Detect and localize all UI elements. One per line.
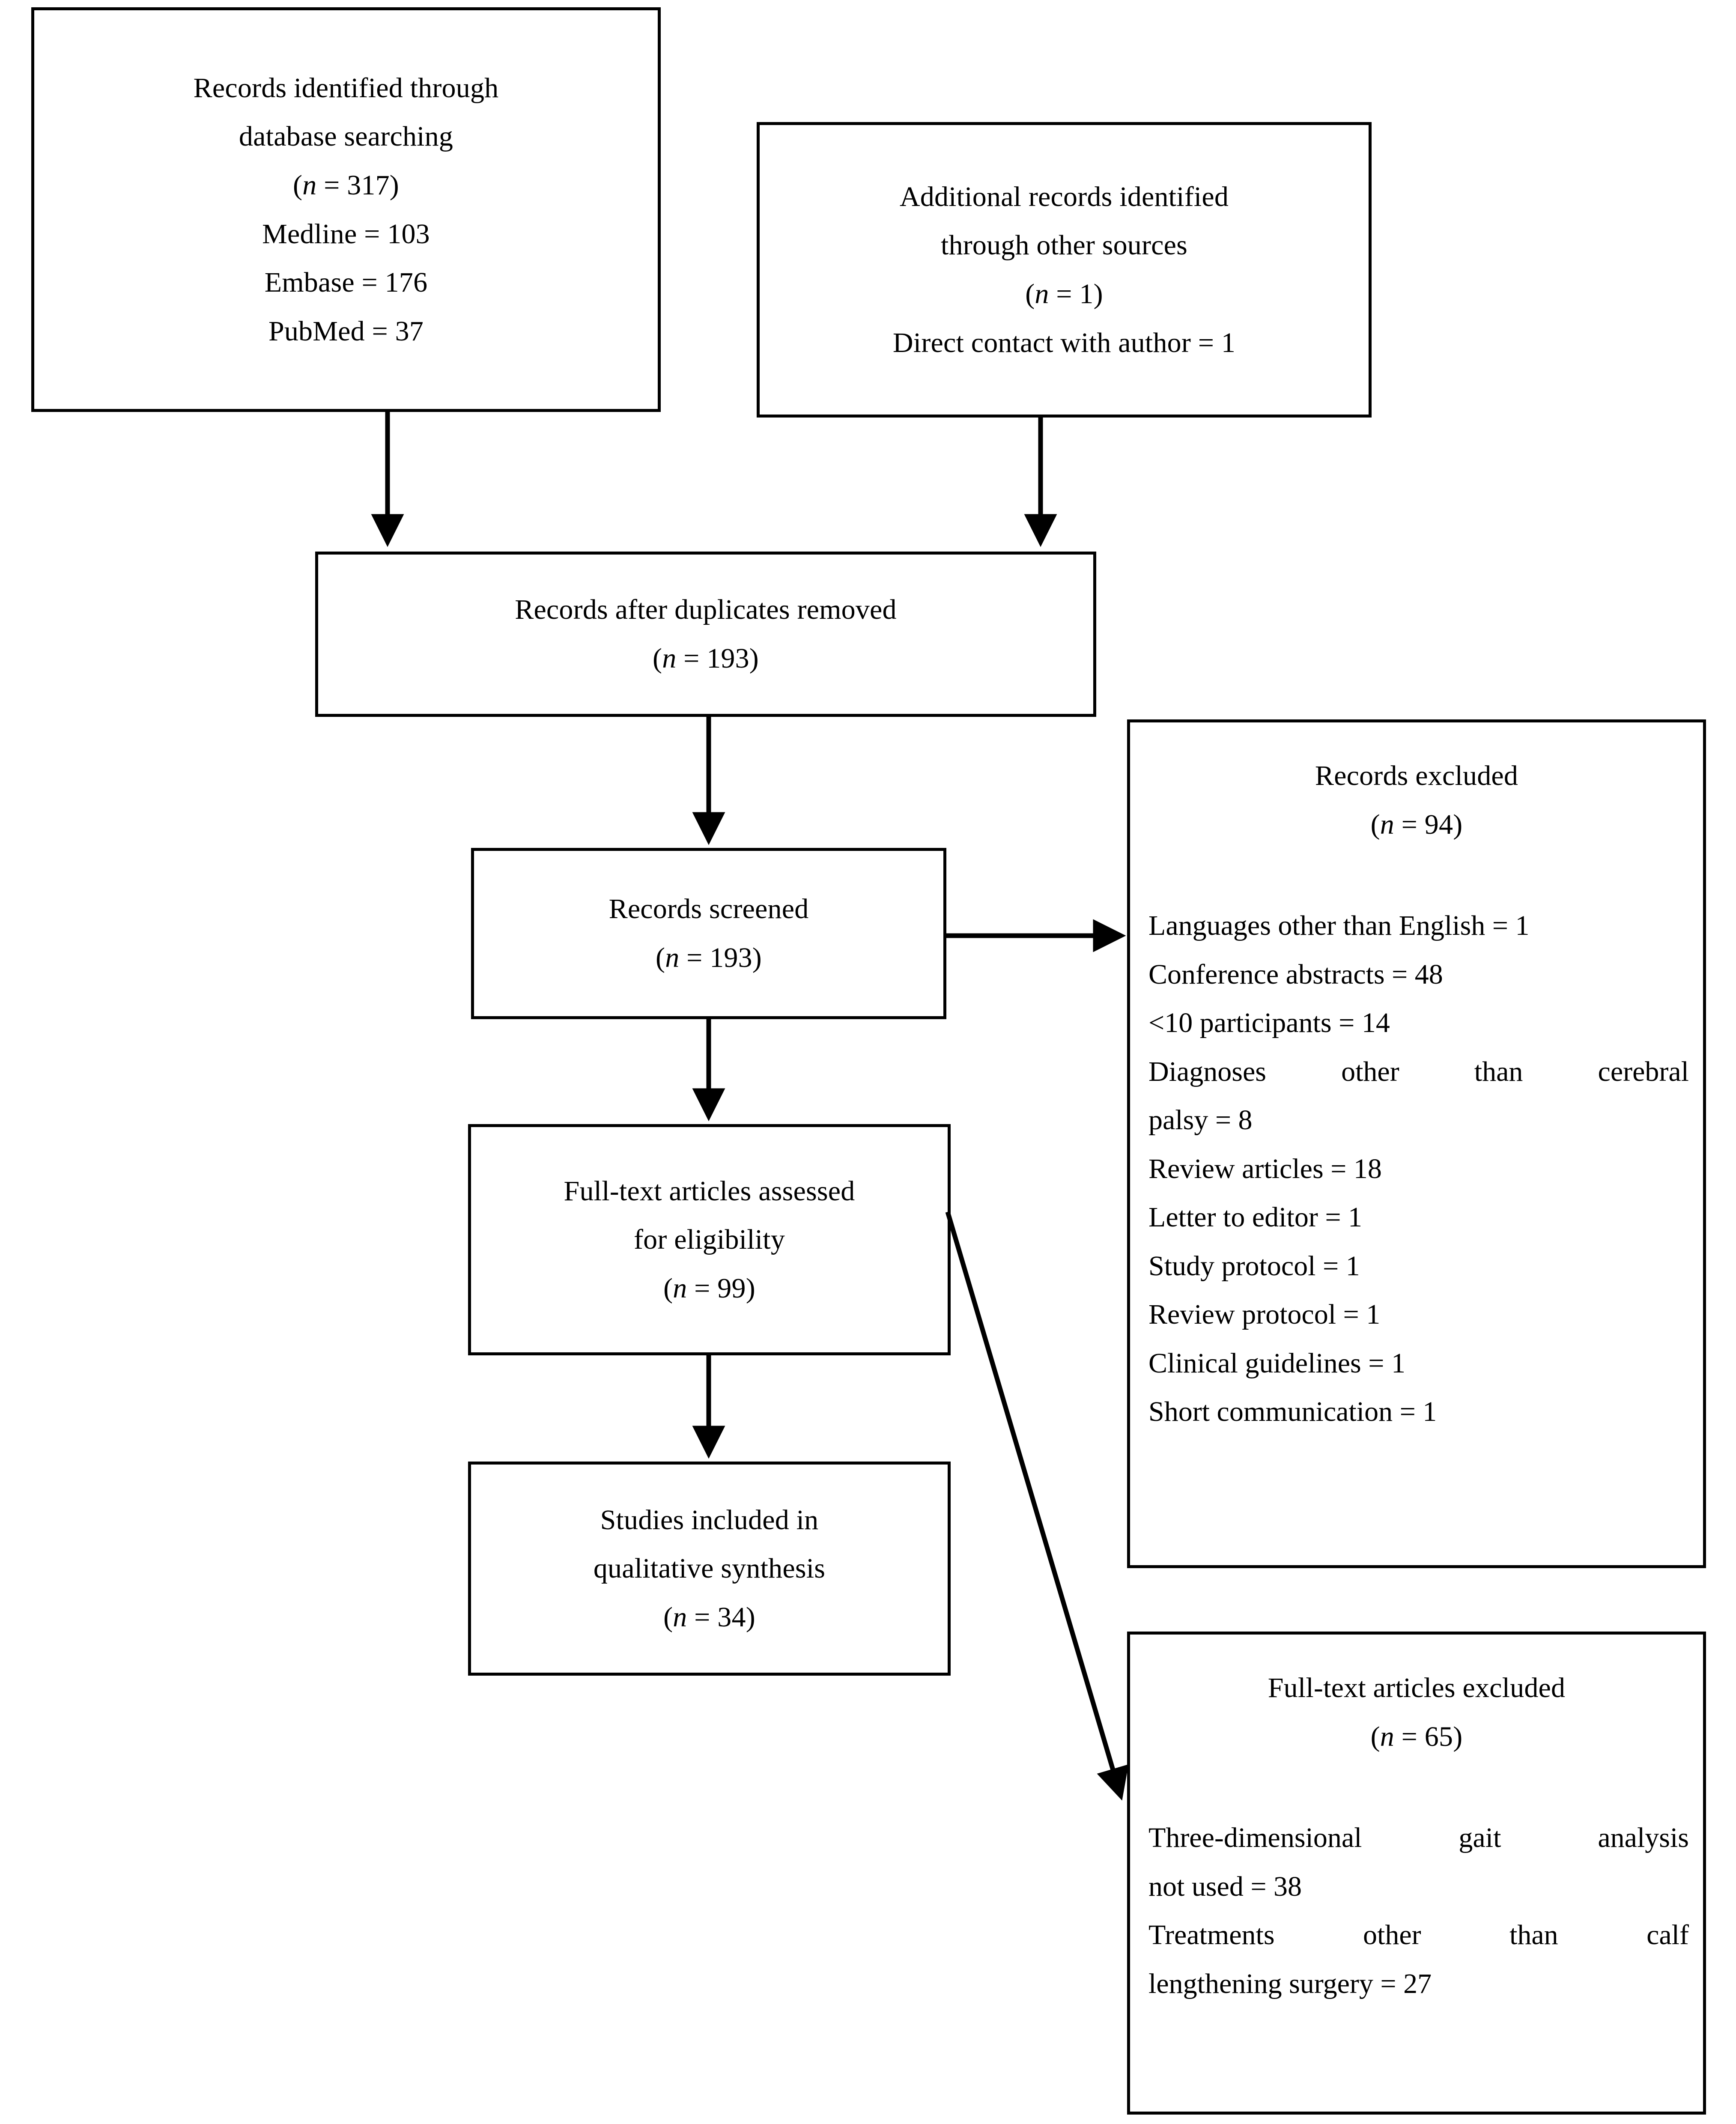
box2-line-2: through other sources <box>940 230 1188 261</box>
records-excluded-title: Records excluded <box>1315 760 1518 791</box>
box1-line-6: PubMed = 37 <box>268 315 424 347</box>
box1-line-3: (n = 317) <box>293 169 399 201</box>
box4-line-2: (n = 193) <box>656 942 762 973</box>
fulltext-excluded-reason: Three-dimensional gait analysis <box>1148 1822 1689 1853</box>
box-studies-included: Studies included in qualitative synthesi… <box>468 1462 951 1676</box>
fulltext-excluded-reason: not used = 38 <box>1148 1870 1302 1902</box>
box-records-excluded: Records excluded (n = 94) <box>1127 719 1706 1568</box>
records-excluded-reason: Study protocol = 1 <box>1148 1250 1360 1282</box>
records-excluded-reason: Letter to editor = 1 <box>1148 1202 1363 1233</box>
records-excluded-reason: Clinical guidelines = 1 <box>1148 1347 1405 1379</box>
box5-line-3: (n = 99) <box>663 1272 755 1304</box>
arrow-fulltext-to-fulltext-excluded <box>945 1211 1129 1801</box>
box1-line-5: Embase = 176 <box>264 267 428 298</box>
box-records-identified-database: Records identified through database sear… <box>31 7 661 412</box>
box3-line-1: Records after duplicates removed <box>515 594 897 626</box>
box1-line-2: database searching <box>239 121 453 152</box>
records-excluded-reason: Conference abstracts = 48 <box>1148 958 1443 990</box>
box6-line-2: qualitative synthesis <box>593 1553 826 1584</box>
box4-line-1: Records screened <box>608 893 809 925</box>
box2-line-3: (n = 1) <box>1025 278 1103 310</box>
records-excluded-reason: Diagnoses other than cerebral <box>1148 1056 1689 1087</box>
fulltext-excluded-count: (n = 65) <box>1370 1721 1463 1752</box>
records-excluded-reason: Languages other than English = 1 <box>1148 910 1530 941</box>
records-excluded-reason: <10 participants = 14 <box>1148 1007 1390 1039</box>
records-excluded-reason: Review protocol = 1 <box>1148 1299 1381 1330</box>
records-excluded-reason-list: Languages other than English = 1 Confere… <box>1148 901 1689 1436</box>
fulltext-excluded-reason: Treatments other than calf <box>1148 1919 1689 1951</box>
records-excluded-reason: palsy = 8 <box>1148 1104 1253 1136</box>
box1-line-1: Records identified through <box>193 72 499 104</box>
records-excluded-reason: Short communication = 1 <box>1148 1396 1437 1428</box>
box6-line-3: (n = 34) <box>663 1601 755 1633</box>
records-excluded-count: (n = 94) <box>1370 808 1463 840</box>
box5-line-1: Full-text articles assessed <box>564 1175 855 1207</box>
box1-line-4: Medline = 103 <box>262 218 430 250</box>
box2-line-4: Direct contact with author = 1 <box>892 327 1236 358</box>
box6-line-1: Studies included in <box>600 1504 819 1536</box>
box-records-screened: Records screened (n = 193) <box>471 848 946 1019</box>
box2-line-1: Additional records identified <box>899 181 1229 212</box>
box-records-identified-other: Additional records identified through ot… <box>757 122 1372 418</box>
box3-line-2: (n = 193) <box>653 643 759 674</box>
fulltext-excluded-reason-list: Three-dimensional gait analysis not used… <box>1148 1814 1689 2008</box>
fulltext-excluded-title: Full-text articles excluded <box>1268 1672 1566 1703</box>
records-excluded-reason: Review articles = 18 <box>1148 1153 1382 1184</box>
box-records-after-duplicates: Records after duplicates removed (n = 19… <box>315 552 1096 717</box>
box-fulltext-excluded: Full-text articles excluded (n = 65) <box>1127 1632 1706 2115</box>
box-fulltext-assessed: Full-text articles assessed for eligibil… <box>468 1124 951 1355</box>
fulltext-excluded-reason: lengthening surgery = 27 <box>1148 1968 1432 1999</box>
box5-line-2: for eligibility <box>633 1224 785 1256</box>
